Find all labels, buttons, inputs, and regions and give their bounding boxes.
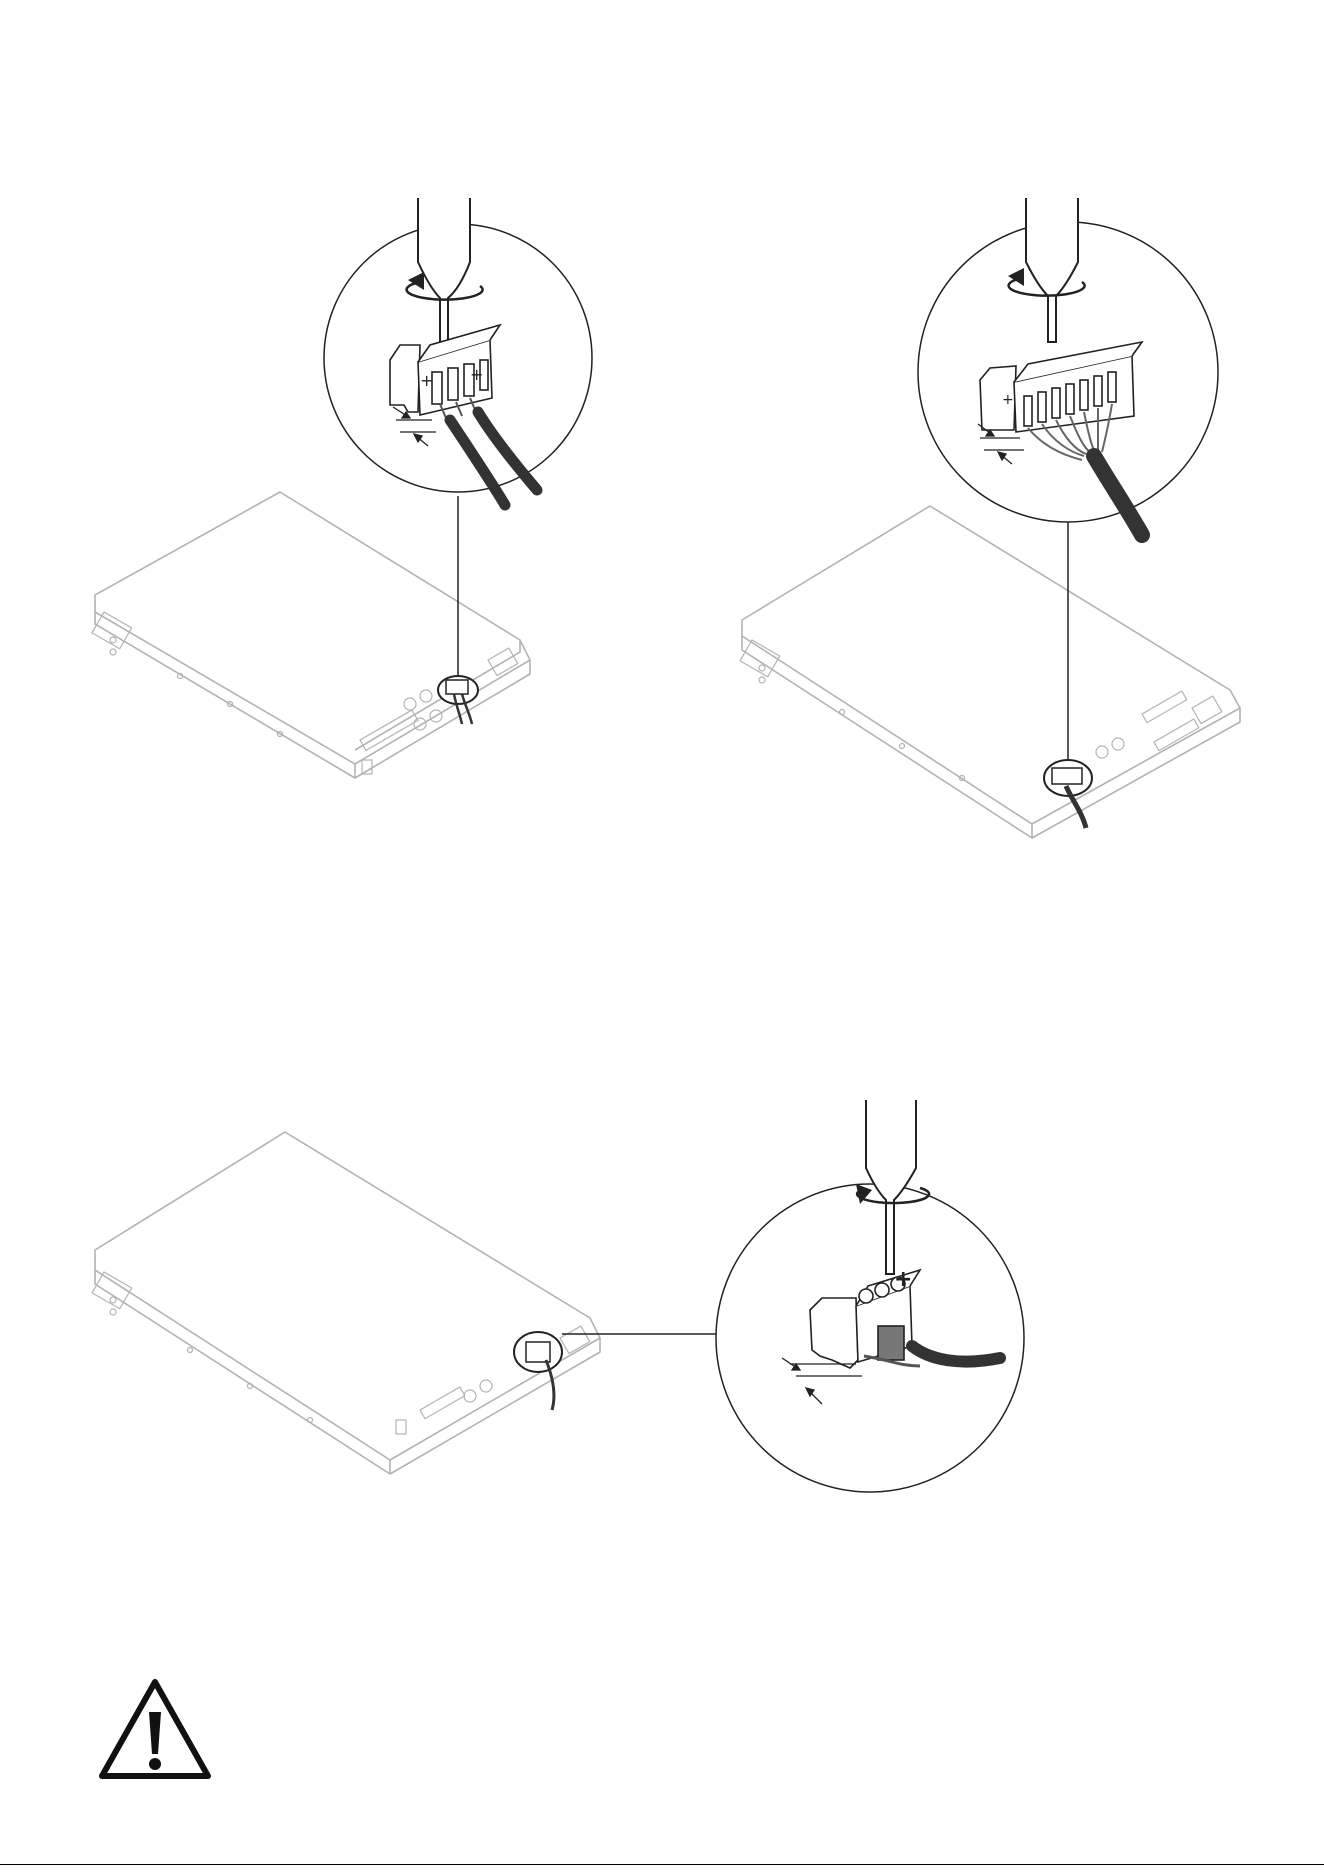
figure-power-terminal: + [0, 1060, 1324, 1520]
plus-marking-3: + [1002, 392, 1014, 408]
amplifier-device-3 [92, 1132, 600, 1474]
figure-control-terminal: + [662, 0, 1324, 860]
plus-marking: + [420, 371, 433, 390]
warning-triangle-icon [96, 1676, 214, 1782]
amplifier-device [92, 492, 530, 778]
amplifier-device-2 [740, 506, 1240, 838]
plus-marking-2: + [470, 365, 483, 384]
figure-speaker-terminal: + + [0, 0, 662, 860]
plus-marking-4: + [894, 1267, 912, 1292]
footer-rule [0, 1864, 1324, 1865]
